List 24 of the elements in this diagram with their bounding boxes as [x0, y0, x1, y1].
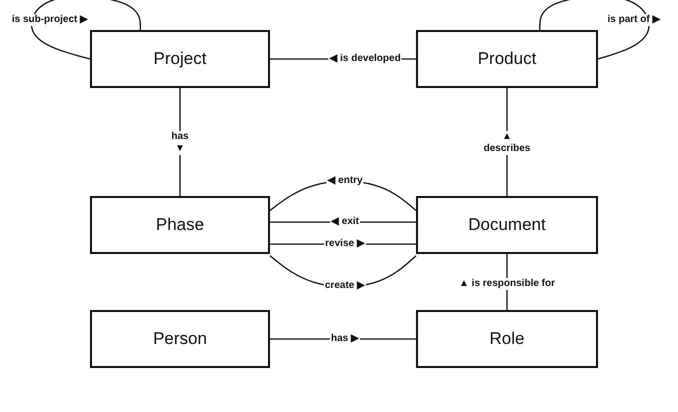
connector-line [539, 0, 650, 60]
edge-label: ◀ entry [326, 175, 364, 187]
edge-label: has ▶ [330, 333, 360, 345]
entity-box [416, 30, 598, 88]
edge-label: ◀ is developed [328, 53, 402, 65]
connector-line [179, 88, 181, 196]
entity-name: Person [153, 329, 207, 349]
entity-box [90, 310, 270, 368]
entity-name: Role [490, 329, 524, 349]
entity-box [90, 30, 270, 88]
entity-name: Product [478, 49, 536, 69]
entity-box [416, 310, 598, 368]
edge-label: ◀ exit [330, 216, 360, 228]
entity-box [416, 196, 598, 254]
edge-label: is sub-project ▶ [10, 14, 90, 26]
entity-box [90, 196, 270, 254]
edge-label: ▲ describes [481, 131, 533, 155]
entity-name: Project [154, 49, 206, 69]
entity-name: Phase [156, 215, 204, 235]
entity-name: Document [468, 215, 546, 235]
connector-line [30, 0, 142, 60]
edge-label: create ▶ [324, 280, 366, 292]
edge-label: revise ▶ [324, 238, 366, 250]
edge-label: is part of ▶ [606, 14, 662, 26]
